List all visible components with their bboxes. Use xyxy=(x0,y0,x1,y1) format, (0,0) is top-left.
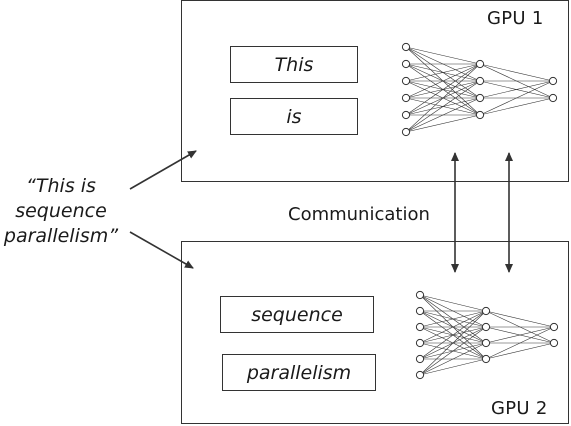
network-node xyxy=(481,322,491,332)
token-is: is xyxy=(230,98,358,135)
network-node xyxy=(549,338,559,348)
network-edge xyxy=(419,326,487,376)
neural-network-gpu-2 xyxy=(415,290,559,380)
token-this: This xyxy=(230,46,358,83)
network-node xyxy=(415,338,425,348)
network-edge xyxy=(405,46,481,65)
input-line-2: sequence xyxy=(15,200,107,222)
token-sequence: sequence xyxy=(220,296,374,333)
network-edge xyxy=(405,114,481,133)
network-edge xyxy=(485,342,555,360)
network-node xyxy=(481,354,491,364)
gpu-1-label: GPU 1 xyxy=(487,8,544,29)
network-edge xyxy=(405,63,481,133)
network-edge xyxy=(419,358,487,376)
network-node xyxy=(548,93,558,103)
gpu-1-box xyxy=(181,0,569,182)
network-edge xyxy=(419,310,487,344)
network-edge xyxy=(419,310,487,328)
token-parallelism: parallelism xyxy=(222,354,376,391)
input-line-3: parallelism” xyxy=(3,225,119,247)
network-edge xyxy=(405,63,481,99)
network-node xyxy=(401,93,411,103)
network-node xyxy=(475,76,485,86)
network-edge xyxy=(405,80,481,133)
network-node xyxy=(401,110,411,120)
communication-label: Communication xyxy=(288,204,430,225)
network-edge xyxy=(419,294,487,312)
input-line-1: “This is xyxy=(26,175,96,197)
network-edge xyxy=(405,63,481,82)
network-edge xyxy=(419,310,487,376)
network-edge xyxy=(485,326,555,344)
network-node xyxy=(401,127,411,137)
arrow-to-gpu-1 xyxy=(129,150,197,190)
network-node xyxy=(415,354,425,364)
network-node xyxy=(415,290,425,300)
neural-network-gpu-1 xyxy=(401,42,558,137)
network-node xyxy=(401,59,411,69)
network-edge xyxy=(479,63,554,82)
network-node xyxy=(481,338,491,348)
network-node xyxy=(549,322,559,332)
input-sentence: “This is sequence parallelism” xyxy=(0,174,122,249)
network-edge xyxy=(479,80,554,116)
network-edge xyxy=(479,80,554,99)
network-node xyxy=(415,306,425,316)
network-edge xyxy=(405,97,481,133)
network-edge xyxy=(419,310,487,360)
network-edge xyxy=(485,310,555,328)
network-node xyxy=(481,306,491,316)
network-edge xyxy=(479,97,554,116)
gpu-2-label: GPU 2 xyxy=(491,398,548,419)
network-node xyxy=(401,42,411,52)
network-node xyxy=(401,76,411,86)
network-node xyxy=(475,59,485,69)
gpu-2-box xyxy=(181,241,569,424)
network-edge xyxy=(419,342,487,376)
network-node xyxy=(415,370,425,380)
network-node xyxy=(475,93,485,103)
network-edge xyxy=(485,326,555,360)
arrow-to-gpu-2 xyxy=(129,231,194,269)
network-node xyxy=(475,110,485,120)
network-edge xyxy=(405,63,481,116)
network-node xyxy=(415,322,425,332)
network-node xyxy=(548,76,558,86)
